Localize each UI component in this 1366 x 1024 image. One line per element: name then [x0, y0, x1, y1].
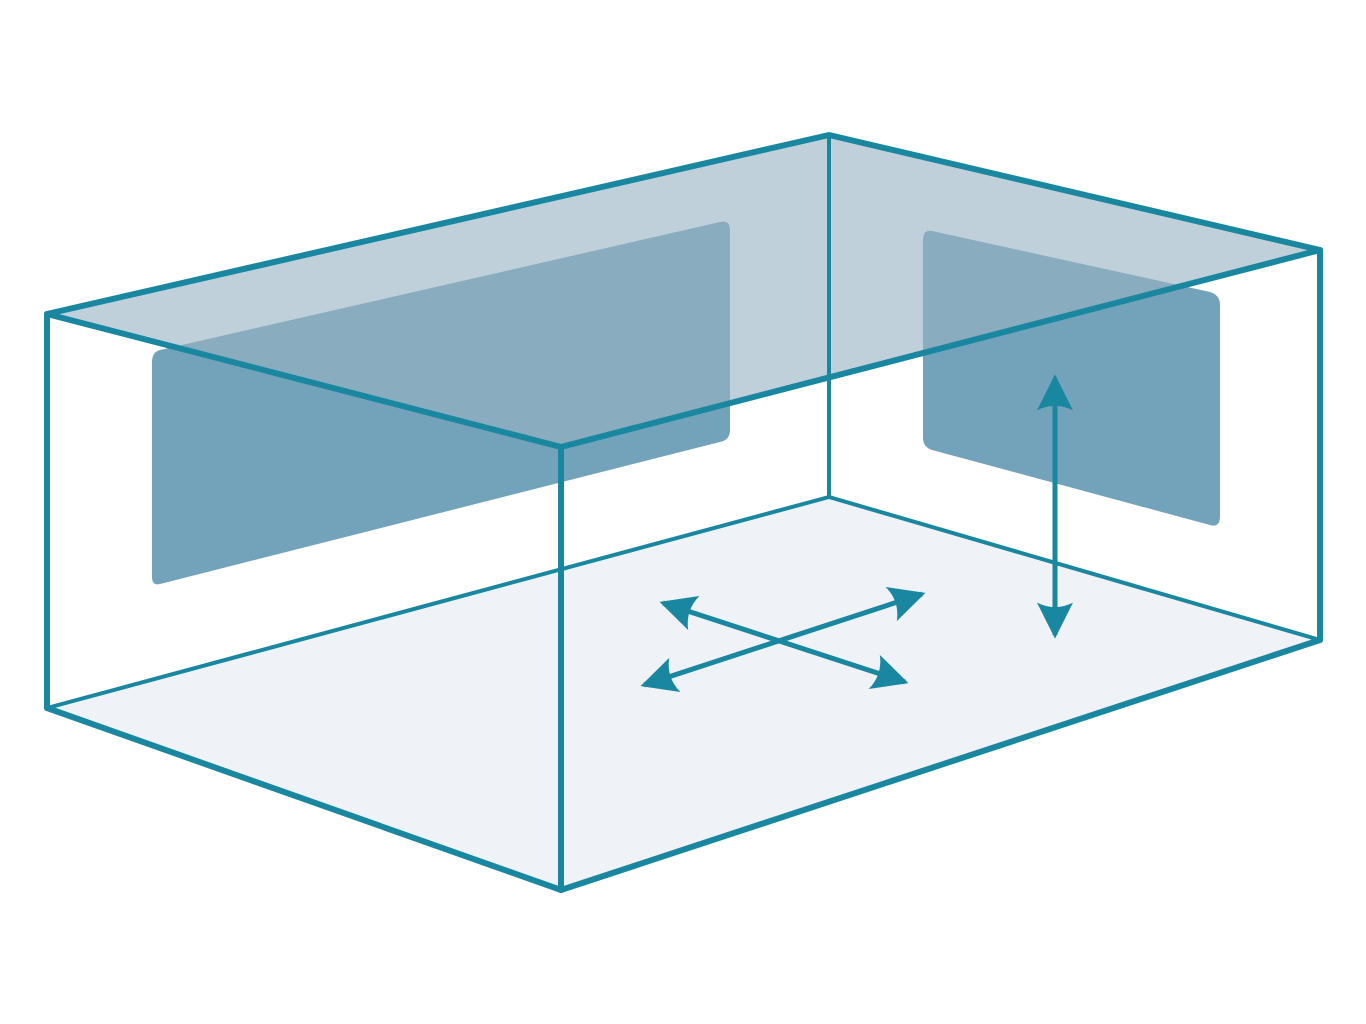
- horizontal-cross-arrows-icon: [640, 586, 926, 693]
- floor-front-edges: [44, 637, 1323, 893]
- ceiling-face: [47, 135, 1320, 447]
- box-edges: [44, 132, 1323, 893]
- floor-face: [47, 497, 1320, 890]
